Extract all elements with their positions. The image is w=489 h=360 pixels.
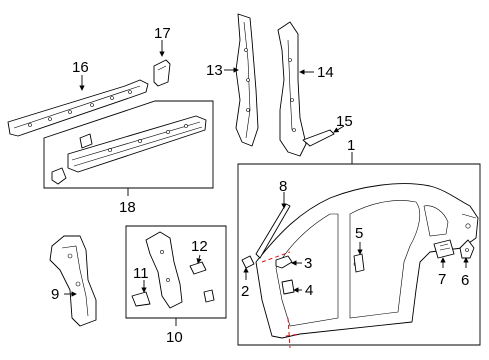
part-11-bracket[interactable] [131,291,151,307]
callout-8: 8 [279,178,287,195]
callout-18: 18 [119,199,136,216]
group-10-box [125,225,227,319]
part-10-hinge-pillar-inner[interactable] [145,231,183,309]
part-15-weatherstrip[interactable] [302,129,335,147]
part-12-bracket[interactable] [189,261,207,275]
part-10-small-plate[interactable] [203,289,215,303]
part-6-bracket[interactable] [459,239,475,259]
callout-13: 13 [206,62,223,79]
part-4-reinforcement[interactable] [281,279,295,295]
part-2-clip[interactable] [241,255,255,269]
part-13-pillar-reinforcement[interactable] [235,13,259,147]
part-7-bracket[interactable] [433,239,455,259]
callout-9: 9 [51,286,59,303]
group-1-box [237,163,481,346]
part-17-bracket[interactable] [153,59,171,87]
part-5-plate[interactable] [353,253,365,273]
callout-6: 6 [461,272,469,289]
part-14-pillar-inner[interactable] [277,21,307,157]
part-16-roof-rail[interactable] [7,79,149,137]
callout-1: 1 [347,137,355,154]
part-3-bracket[interactable] [275,255,293,269]
callout-2: 2 [241,283,249,300]
part-9-hinge-pillar[interactable] [49,235,97,327]
callout-4: 4 [305,282,313,299]
part-1-body-side-outer[interactable] [255,183,479,339]
group-18-box [43,100,214,189]
part-8-trim-strip[interactable] [255,203,291,259]
part-18-rocker-reinforcement[interactable] [51,115,207,185]
callout-16: 16 [72,59,89,76]
callout-3: 3 [304,255,312,272]
callout-15: 15 [336,113,353,130]
callout-11: 11 [133,265,149,282]
callout-17: 17 [154,25,171,42]
callout-7: 7 [438,271,446,288]
callout-14: 14 [317,64,334,81]
callout-5: 5 [355,225,363,242]
callout-10: 10 [166,329,183,346]
callout-12: 12 [191,238,208,255]
hidden-edge-marks [261,251,301,349]
